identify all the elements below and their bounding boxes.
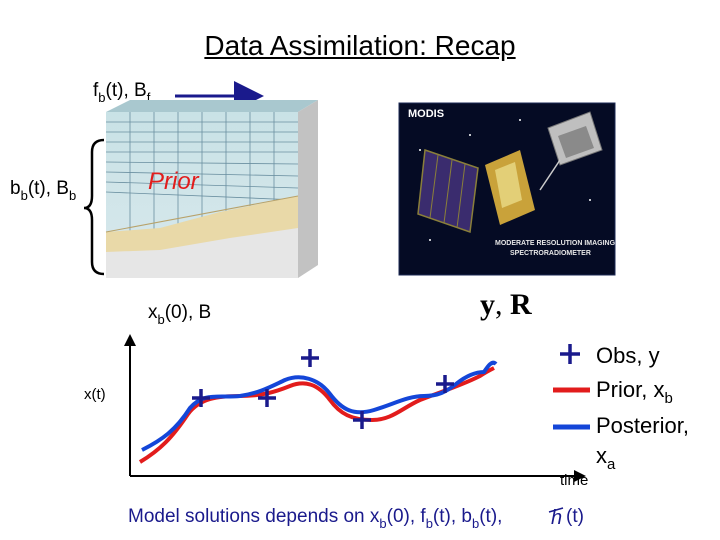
- caption-sub-1: b: [379, 516, 387, 531]
- prior-label: Prior: [148, 168, 199, 195]
- initial-condition-sub: b: [157, 312, 165, 327]
- boundary-label-rest: (t), B: [27, 178, 69, 199]
- model-domain-cube: [105, 100, 318, 278]
- legend-posterior-x-sub: a: [607, 456, 616, 473]
- legend-posterior-x: xa: [596, 443, 615, 473]
- forcing-label: fb(t), Bf: [93, 80, 151, 105]
- satellite-caption-2: SPECTRORADIOMETER: [510, 250, 591, 257]
- forcing-label-sub2: f: [146, 90, 151, 105]
- caption-sub-3: b: [471, 516, 480, 531]
- legend-prior-sub: b: [664, 390, 673, 407]
- boundary-label-sub2: b: [68, 188, 77, 203]
- initial-condition-rest: (0), B: [164, 302, 212, 323]
- legend-obs-label: Obs, y: [596, 343, 660, 368]
- legend-prior-label: Prior, xb: [596, 377, 673, 407]
- obs-marker: [192, 389, 210, 407]
- page-title: Data Assimilation: Recap: [204, 30, 516, 61]
- caption-sub-2: b: [425, 516, 433, 531]
- boundary-label: bb(t), Bb: [10, 178, 77, 203]
- plot-xlabel: time: [560, 472, 589, 489]
- bottom-caption: Model solutions depends on xb(0), fb(t),…: [128, 506, 503, 531]
- forcing-label-rest: (t), B: [105, 80, 147, 101]
- plot-ylabel: x(t): [84, 386, 106, 403]
- obs-symbol: y, R: [480, 288, 532, 322]
- legend-posterior-label: Posterior,: [596, 413, 689, 438]
- forcing-label-main: f: [93, 80, 99, 101]
- h-bar-symbol: h: [548, 507, 564, 529]
- caption-part-2: (0), f: [386, 506, 426, 527]
- obs-symbol-R: R: [510, 288, 532, 321]
- observation-markers: [192, 349, 454, 429]
- prior-curve: [138, 366, 495, 464]
- caption-part-1: Model solutions depends on x: [128, 506, 380, 527]
- obs-marker: [258, 389, 276, 407]
- legend-prior-main: Prior, x: [596, 377, 665, 402]
- obs-marker: [436, 375, 454, 393]
- satellite-image: [398, 102, 616, 276]
- caption-part-4: (t),: [479, 506, 503, 527]
- left-brace: [83, 138, 105, 276]
- boundary-label-sub: b: [20, 188, 28, 203]
- initial-condition-label: xb(0), B: [148, 302, 212, 327]
- svg-text:h: h: [551, 507, 562, 529]
- initial-condition-main: x: [148, 302, 158, 323]
- obs-symbol-comma: ,: [495, 288, 503, 321]
- boundary-label-main: b: [10, 178, 21, 199]
- caption-tail: (t): [566, 506, 584, 527]
- obs-marker: [301, 349, 319, 367]
- obs-symbol-y: y: [480, 288, 495, 321]
- legend-posterior-x-main: x: [596, 443, 607, 468]
- satellite-header: MODIS: [408, 108, 445, 120]
- caption-part-3: (t), b: [432, 506, 472, 527]
- legend-obs-symbol: [560, 344, 580, 364]
- obs-marker: [353, 411, 371, 429]
- satellite-caption-1: MODERATE RESOLUTION IMAGING: [495, 240, 616, 247]
- plot-axes: [124, 334, 586, 482]
- forcing-label-sub: b: [98, 90, 106, 105]
